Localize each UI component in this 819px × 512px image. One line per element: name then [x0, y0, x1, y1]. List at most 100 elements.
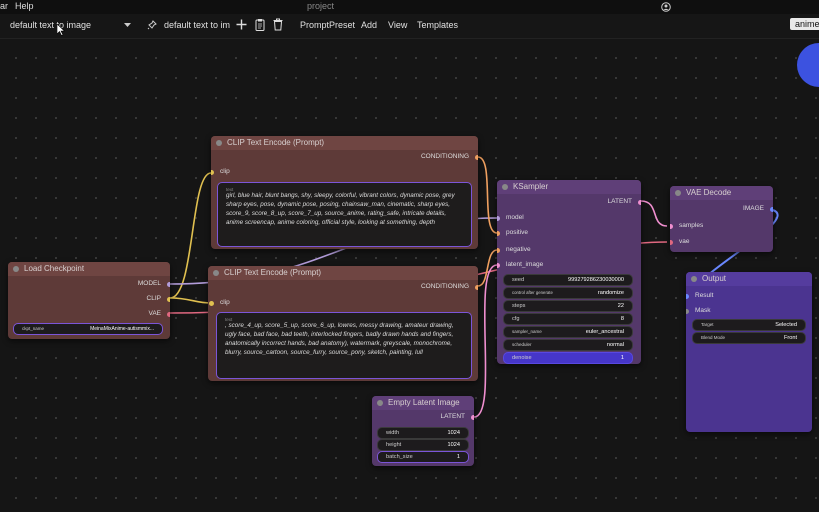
input-label-model: model: [506, 214, 524, 221]
node-collapse-dot[interactable]: [377, 400, 383, 406]
output-socket-clip[interactable]: [167, 297, 170, 302]
input-label-clip: clip: [220, 168, 230, 175]
menu-templates[interactable]: Templates: [417, 20, 459, 30]
output-socket-image[interactable]: [770, 207, 773, 212]
link-neg-cond: [477, 249, 498, 287]
widget-scheduler[interactable]: scheduler normal: [503, 339, 633, 351]
menu-help[interactable]: Help: [15, 1, 34, 11]
node-collapse-dot[interactable]: [675, 190, 681, 196]
node-collapse-dot[interactable]: [216, 140, 222, 146]
input-socket-result[interactable]: [686, 294, 689, 299]
output-socket-latent[interactable]: [638, 200, 641, 205]
workflow-tab[interactable]: default text to im: [164, 20, 231, 30]
widget-label: Blend Mode: [701, 335, 726, 340]
widget-steps[interactable]: steps 22: [503, 300, 633, 312]
input-socket-latent[interactable]: [497, 263, 500, 268]
input-socket-mask[interactable]: [686, 309, 689, 314]
node-clip-text-encode-negative[interactable]: CLIP Text Encode (Prompt) clip CONDITION…: [208, 266, 478, 381]
output-socket-vae[interactable]: [167, 312, 170, 317]
input-label-samples: samples: [679, 222, 704, 229]
trash-icon[interactable]: [273, 18, 283, 31]
widget-label: seed: [512, 277, 525, 283]
node-title: CLIP Text Encode (Prompt): [227, 138, 325, 147]
mouse-cursor-icon: [57, 24, 65, 36]
widget-value: 1: [620, 355, 624, 361]
input-label-latent-image: latent_image: [506, 261, 544, 268]
menu-prompt-preset[interactable]: PromptPreset: [300, 20, 356, 30]
widget-label: ckpt_name: [22, 326, 45, 331]
widget-value: 1: [456, 454, 460, 460]
output-socket-conditioning[interactable]: [475, 285, 478, 290]
output-socket-model[interactable]: [167, 282, 170, 287]
prompt-text: girl, blue hair, blunt bangs, shy, sleep…: [226, 192, 455, 226]
output-label-image: IMAGE: [743, 205, 764, 212]
node-clip-text-encode-positive[interactable]: CLIP Text Encode (Prompt) clip CONDITION…: [211, 136, 478, 249]
output-label-model: MODEL: [137, 280, 161, 287]
output-label-latent: LATENT: [440, 413, 465, 420]
link-clip-neg: [169, 297, 212, 304]
workflow-select[interactable]: default text to image: [10, 20, 92, 30]
output-socket-conditioning[interactable]: [475, 155, 478, 160]
node-vae-decode[interactable]: VAE Decode IMAGE samples vae: [670, 186, 773, 252]
widget-label: control after generate: [512, 290, 553, 295]
output-label-vae: VAE: [148, 310, 161, 317]
plus-icon[interactable]: [236, 19, 247, 30]
prompt-textarea[interactable]: text girl, blue hair, blunt bangs, shy, …: [217, 182, 472, 247]
input-socket-positive[interactable]: [497, 231, 500, 236]
prompt-textarea[interactable]: text , score_4_up, score_5_up, score_6_u…: [216, 312, 472, 379]
input-socket-vae[interactable]: [670, 240, 673, 245]
toolbar: default text to image default text to im…: [0, 14, 819, 39]
node-collapse-dot[interactable]: [213, 270, 219, 276]
menu-partial-item[interactable]: ar: [0, 1, 9, 11]
pin-icon[interactable]: [147, 20, 157, 30]
node-load-checkpoint[interactable]: Load Checkpoint MODEL CLIP VAE ckpt_name…: [8, 262, 170, 339]
clipboard-icon[interactable]: [255, 18, 265, 31]
widget-seed[interactable]: seed 999279286230030000: [503, 274, 633, 286]
textarea-hint: text: [226, 187, 234, 192]
link-pos-cond: [477, 156, 498, 234]
widget-value: normal: [606, 342, 624, 348]
widget-label: Target: [701, 322, 714, 327]
ckpt-name-combo[interactable]: ckpt_name MeinaMixAnime-autismmix...: [13, 323, 163, 335]
output-socket-latent[interactable]: [471, 415, 474, 420]
floating-action-button[interactable]: [797, 43, 819, 87]
input-label-negative: negative: [506, 246, 531, 253]
widget-label: steps: [512, 303, 526, 309]
tab-anime[interactable]: anime: [790, 18, 819, 30]
node-collapse-dot[interactable]: [502, 184, 508, 190]
widget-value: 22: [617, 303, 624, 309]
menu-view[interactable]: View: [388, 20, 408, 30]
chevron-down-icon[interactable]: [124, 23, 131, 28]
input-socket-clip[interactable]: [209, 301, 214, 306]
input-socket-negative[interactable]: [497, 248, 500, 253]
input-socket-model[interactable]: [497, 216, 500, 221]
user-circle-icon[interactable]: [661, 2, 671, 12]
node-collapse-dot[interactable]: [691, 276, 697, 282]
menu-add[interactable]: Add: [361, 20, 378, 30]
link-latent-out: [640, 200, 668, 227]
node-collapse-dot[interactable]: [13, 266, 19, 272]
node-title: VAE Decode: [686, 188, 732, 197]
input-socket-clip[interactable]: [211, 170, 214, 175]
input-socket-samples[interactable]: [670, 224, 673, 229]
node-ksampler[interactable]: KSampler LATENT model positive negative …: [497, 180, 641, 364]
widget-label: cfg: [512, 316, 520, 322]
link-clip-pos: [169, 172, 212, 299]
input-label-positive: positive: [506, 229, 529, 236]
widget-value: 999279286230030000: [568, 277, 624, 283]
node-title: Output: [702, 274, 727, 283]
widget-label: scheduler: [512, 342, 532, 347]
menu-bar: ar Help project: [0, 0, 819, 14]
